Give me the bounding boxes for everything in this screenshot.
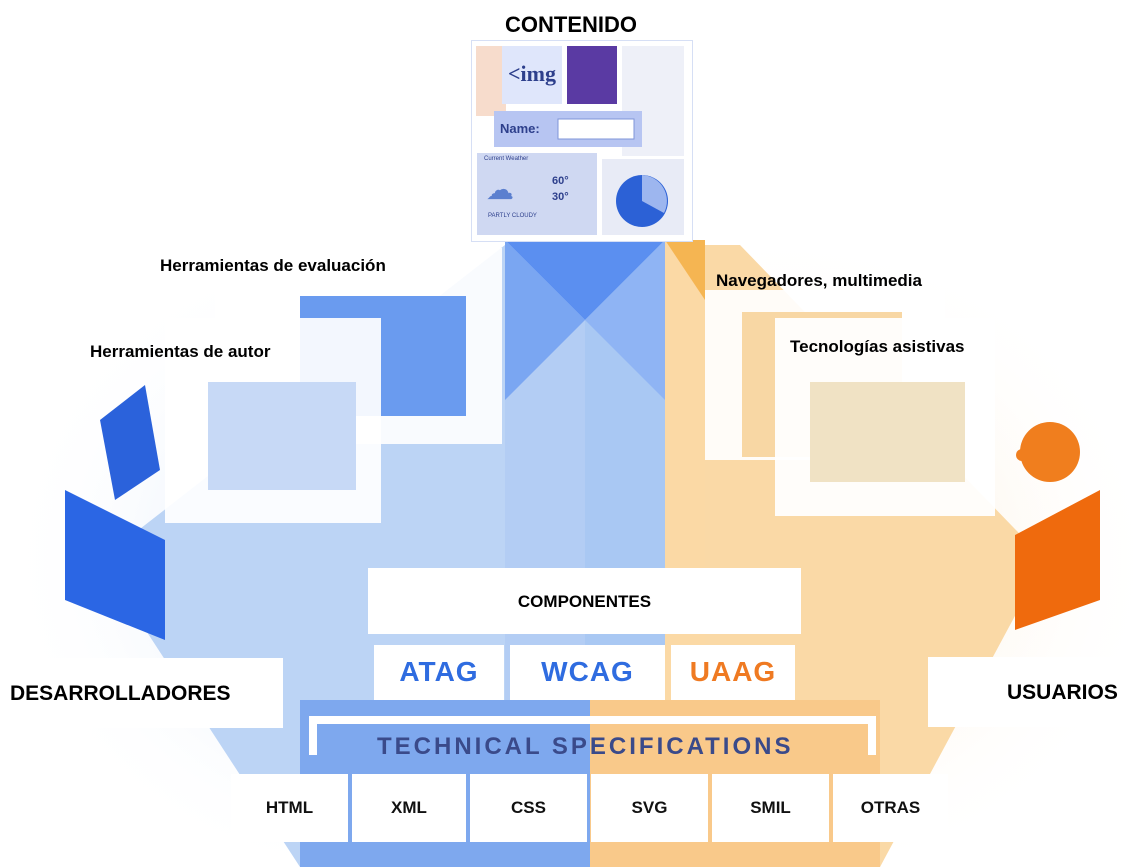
spec-smil: SMIL xyxy=(712,774,829,842)
atag-label: ATAG xyxy=(399,656,479,687)
assistive-tech-label: Tecnologías asistivas xyxy=(790,337,965,356)
spec-bracket xyxy=(309,716,876,755)
atag-box xyxy=(374,645,504,700)
uaag-box xyxy=(671,645,795,700)
user-figure-head xyxy=(1020,422,1080,482)
content-illustration: <img Name: Current Weather ☁ 60° 30° PAR… xyxy=(471,40,693,242)
evaluation-tools-label: Herramientas de evaluación xyxy=(160,256,386,275)
authoring-tools-label: Herramientas de autor xyxy=(90,342,271,361)
spec-xml: XML xyxy=(352,774,466,842)
weather-high: 60° xyxy=(552,175,569,187)
cross-right-lower xyxy=(585,240,665,400)
top-cross-right xyxy=(665,240,705,300)
user-figure-body xyxy=(1015,490,1100,630)
spec-svg: SVG xyxy=(591,774,708,842)
spec-css: CSS xyxy=(470,774,587,842)
browsers-label: Navegadores, multimedia xyxy=(716,271,922,290)
technical-specifications-label: TECHNICAL SPECIFICATIONS xyxy=(377,733,794,760)
content-title: CONTENIDO xyxy=(505,12,637,37)
components-box xyxy=(368,568,801,634)
users-box xyxy=(928,657,1142,727)
developer-figure-body xyxy=(65,490,165,640)
uaag-label: UAAG xyxy=(689,656,777,687)
content-illustration-art xyxy=(476,46,684,235)
authoring-tools-frame-inner xyxy=(208,382,356,490)
weather-condition: PARTLY CLOUDY xyxy=(488,213,537,219)
developer-figure-head xyxy=(100,385,160,500)
wcag-box xyxy=(510,645,665,700)
users-label: USUARIOS xyxy=(1007,681,1118,704)
top-cross-left xyxy=(505,240,665,320)
cross-left-lower xyxy=(505,240,585,400)
weather-low: 30° xyxy=(552,191,569,203)
weather-cloud-icon: ☁ xyxy=(486,174,514,205)
img-tag-text: <img xyxy=(508,61,556,86)
weather-heading: Current Weather xyxy=(484,156,529,162)
developers-box xyxy=(0,658,283,728)
assistive-frame-inner xyxy=(810,382,965,482)
developers-label: DESARROLLADORES xyxy=(10,682,231,705)
name-label: Name: xyxy=(500,121,540,136)
spec-otras: OTRAS xyxy=(833,774,948,842)
wcag-label: WCAG xyxy=(541,656,634,687)
user-figure-nose xyxy=(1016,449,1028,461)
components-label: COMPONENTES xyxy=(517,592,652,611)
spec-html: HTML xyxy=(231,774,348,842)
